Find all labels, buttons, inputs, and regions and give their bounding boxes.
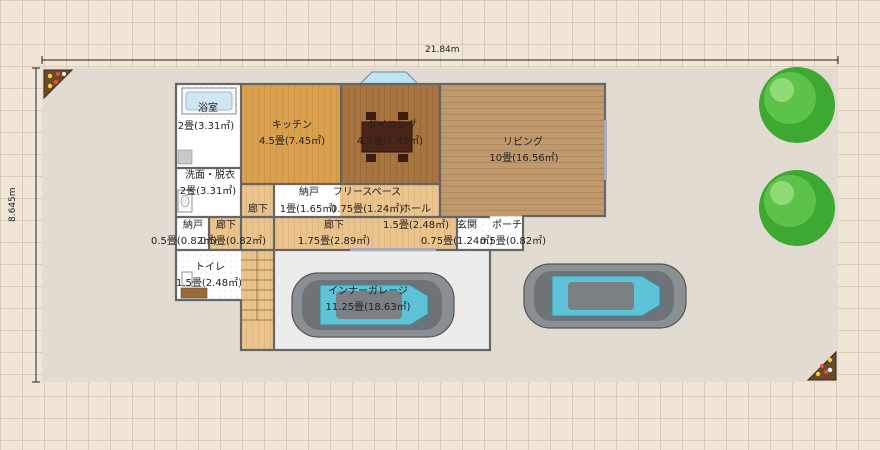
dining-table-icon bbox=[361, 112, 413, 162]
living-name: リビング bbox=[503, 137, 543, 148]
toilet-icon bbox=[180, 271, 208, 299]
freespace-name: フリースペース bbox=[332, 187, 402, 198]
height-dimension-label: 8.645m bbox=[8, 187, 18, 222]
tree-icon bbox=[759, 67, 835, 143]
toilet-name: トイレ bbox=[195, 262, 225, 273]
car-icon bbox=[523, 263, 687, 329]
room-living bbox=[440, 84, 605, 216]
room-storage1 bbox=[274, 184, 340, 217]
room-storage2 bbox=[176, 217, 209, 250]
washbasin-icon bbox=[177, 189, 193, 213]
washer-icon bbox=[177, 149, 193, 165]
room-porch bbox=[490, 217, 523, 250]
bathtub-icon bbox=[181, 87, 237, 115]
garage-name: インナーガレージ bbox=[328, 286, 408, 297]
dimension-height bbox=[32, 67, 40, 383]
room-corridor1 bbox=[241, 184, 274, 217]
dining-name: ダイニング bbox=[367, 120, 417, 131]
corridor2-name: 廊下 bbox=[216, 220, 236, 231]
kitchen-name: キッチン bbox=[272, 120, 312, 131]
dimension-width bbox=[41, 56, 839, 64]
freespace-area: 1.5畳(2.48㎡) bbox=[383, 220, 449, 231]
wash-area: 2畳(3.31㎡) bbox=[179, 186, 237, 197]
car-icon bbox=[291, 272, 455, 338]
hall-name: ホール bbox=[401, 204, 431, 215]
flowerbed-icon bbox=[806, 350, 837, 381]
dining-area: 4.5畳(7.45㎡) bbox=[357, 136, 423, 147]
entrance-area: 0.75畳(1.24㎡) bbox=[420, 236, 494, 247]
bath-area: 2畳(3.31㎡) bbox=[177, 121, 235, 132]
entrance-name: 玄関 bbox=[457, 220, 477, 231]
storage1-name: 納戸 bbox=[299, 187, 319, 198]
porch-area: 0.5畳(0.82㎡) bbox=[480, 236, 546, 247]
corridor1-name: 廊下 bbox=[248, 204, 268, 215]
corridor2-area: 0.5畳(0.82㎡) bbox=[200, 236, 266, 247]
living-window bbox=[604, 120, 607, 180]
room-corridor3 bbox=[274, 217, 390, 250]
room-kitchen bbox=[241, 84, 341, 184]
kitchen-area: 4.5畳(7.45㎡) bbox=[259, 136, 325, 147]
tree-icon bbox=[759, 170, 835, 246]
stairs-icon bbox=[241, 250, 274, 321]
storage2-name: 納戸 bbox=[183, 220, 203, 231]
corridor3-name: 廊下 bbox=[324, 220, 344, 231]
garage-window bbox=[350, 248, 436, 251]
storage1-area: 0.75畳(1.24㎡) bbox=[330, 204, 404, 215]
storage2-area: 0.5畳(0.82㎡) bbox=[151, 236, 217, 247]
corridor1-area: 1畳(1.65㎡) bbox=[279, 204, 337, 215]
toilet-area: 1.5畳(2.48㎡) bbox=[176, 278, 242, 289]
flowerbed-icon bbox=[43, 69, 74, 100]
living-area: 10畳(16.56㎡) bbox=[489, 153, 559, 164]
room-entrance bbox=[457, 217, 490, 250]
bath-name: 浴室 bbox=[198, 103, 218, 114]
wash-name: 洗面・脱衣 bbox=[185, 170, 235, 181]
garage-area: 11.25畳(18.63㎡) bbox=[325, 302, 411, 313]
room-hall bbox=[390, 217, 457, 250]
room-freespace bbox=[340, 184, 440, 217]
porch-name: ポーチ bbox=[492, 220, 522, 231]
width-dimension-label: 21.84m bbox=[425, 45, 460, 55]
corridor3-area: 1.75畳(2.89㎡) bbox=[297, 236, 371, 247]
